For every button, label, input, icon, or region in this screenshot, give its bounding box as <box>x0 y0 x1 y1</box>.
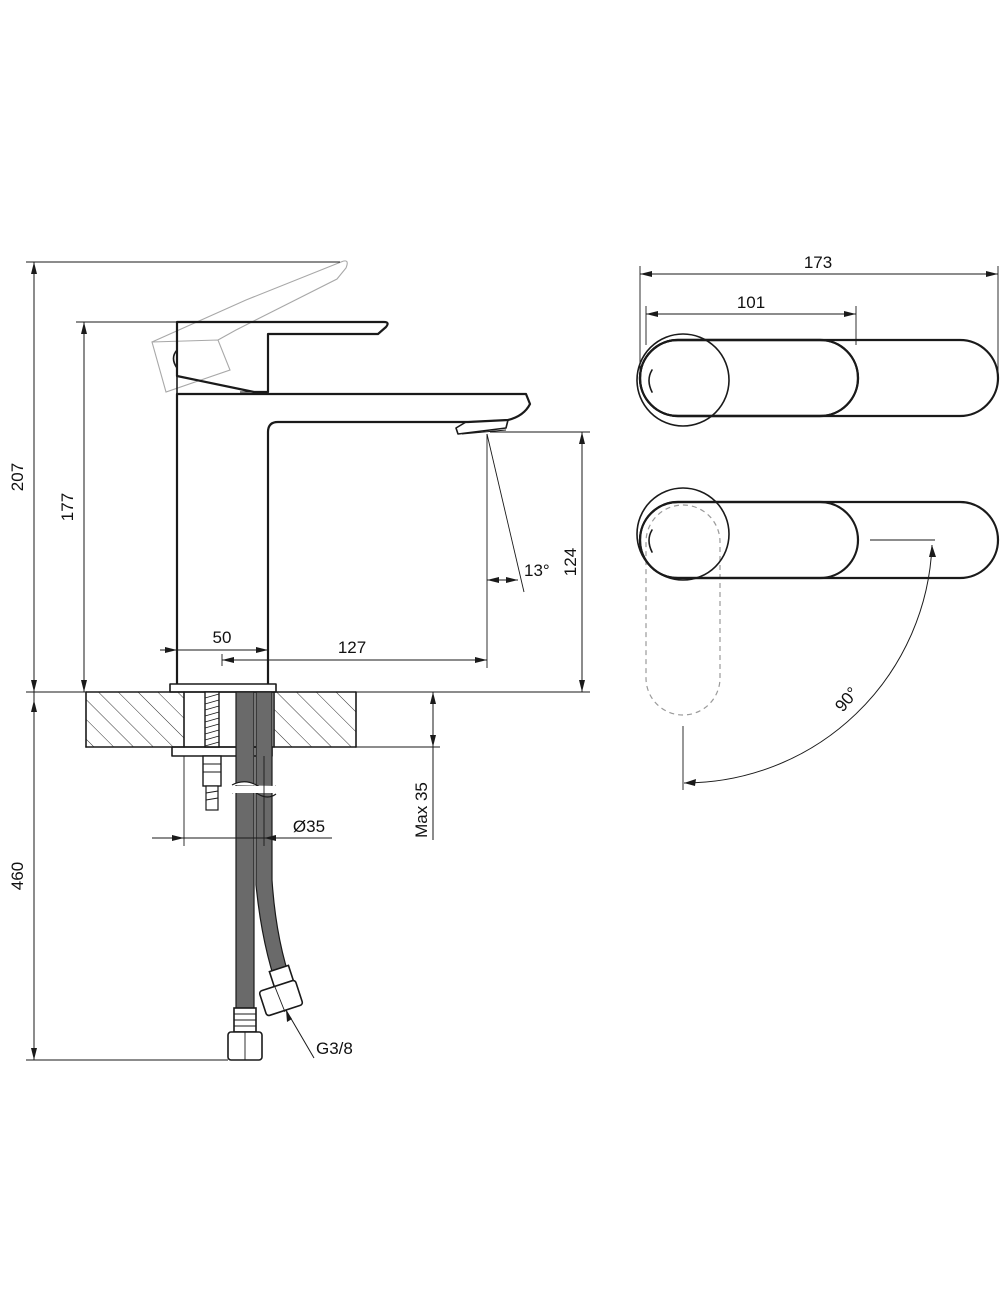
countertop-section <box>85 691 357 748</box>
handle-raised-ghost <box>151 260 348 393</box>
dim-hose-length: 460 <box>8 862 27 890</box>
top-view: 173 101 90° <box>636 253 1000 790</box>
mounting-assembly <box>171 691 304 1061</box>
top-view-rotated <box>636 487 1000 790</box>
dim-body-height: 177 <box>58 493 77 521</box>
dim-spout-reach: 127 <box>338 638 366 657</box>
dim-top-handle-length: 101 <box>737 293 765 312</box>
faucet-body <box>169 320 532 693</box>
dim-spout-clearance: 124 <box>561 548 580 576</box>
dim-max-thickness: Max 35 <box>412 782 431 838</box>
dim-hole-diameter: Ø35 <box>293 817 325 836</box>
dim-top-overall-length: 173 <box>804 253 832 272</box>
top-view-closed <box>636 333 1000 427</box>
side-view: 207 177 460 124 13 <box>8 260 590 1061</box>
top-dimensions: 173 101 90° <box>639 253 999 786</box>
dim-body-width: 50 <box>213 628 232 647</box>
dim-spout-angle: 13° <box>524 561 550 580</box>
side-dimensions: 207 177 460 124 13 <box>8 261 590 1061</box>
label-thread: G3/8 <box>316 1039 353 1058</box>
dim-overall-height: 207 <box>8 463 27 491</box>
dim-rotation-angle: 90° <box>831 684 862 716</box>
